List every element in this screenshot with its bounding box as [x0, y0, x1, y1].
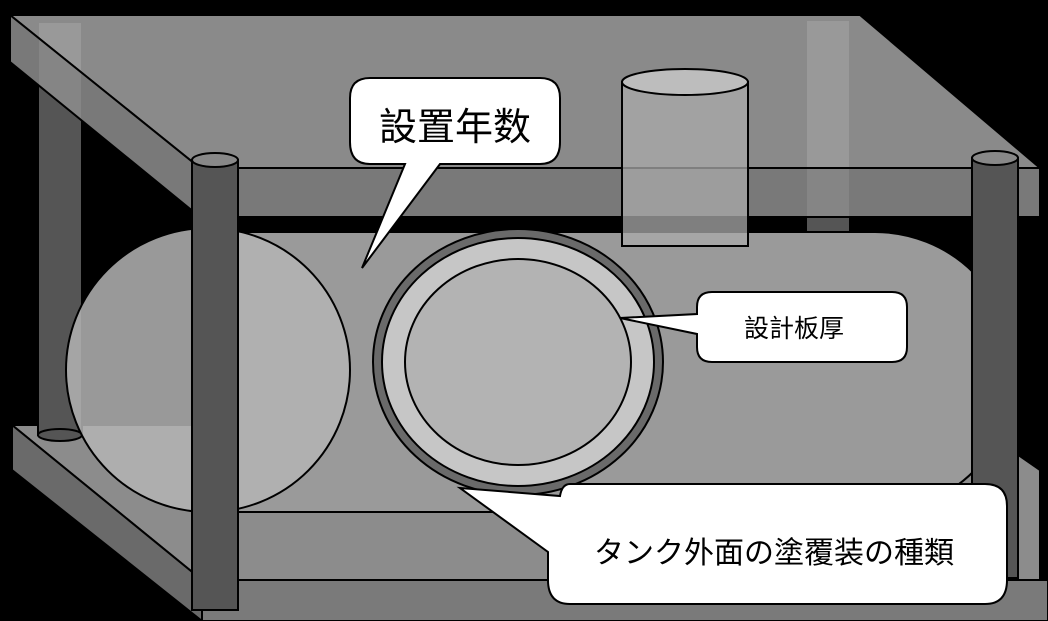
coating-type-label: タンク外面の塗覆装の種類	[594, 536, 954, 571]
callout-design-thickness: 設計板厚	[619, 291, 908, 363]
tank-interior	[404, 258, 632, 466]
front-left-post	[191, 152, 239, 611]
callout-install-years: 設置年数	[349, 77, 561, 269]
install-years-label: 設置年数	[379, 105, 531, 149]
manhole-cylinder	[621, 68, 749, 247]
callout-coating-type: タンク外面の塗覆装の種類	[456, 483, 1008, 605]
design-thickness-label: 設計板厚	[744, 314, 844, 343]
tank-cross-section	[372, 228, 664, 496]
